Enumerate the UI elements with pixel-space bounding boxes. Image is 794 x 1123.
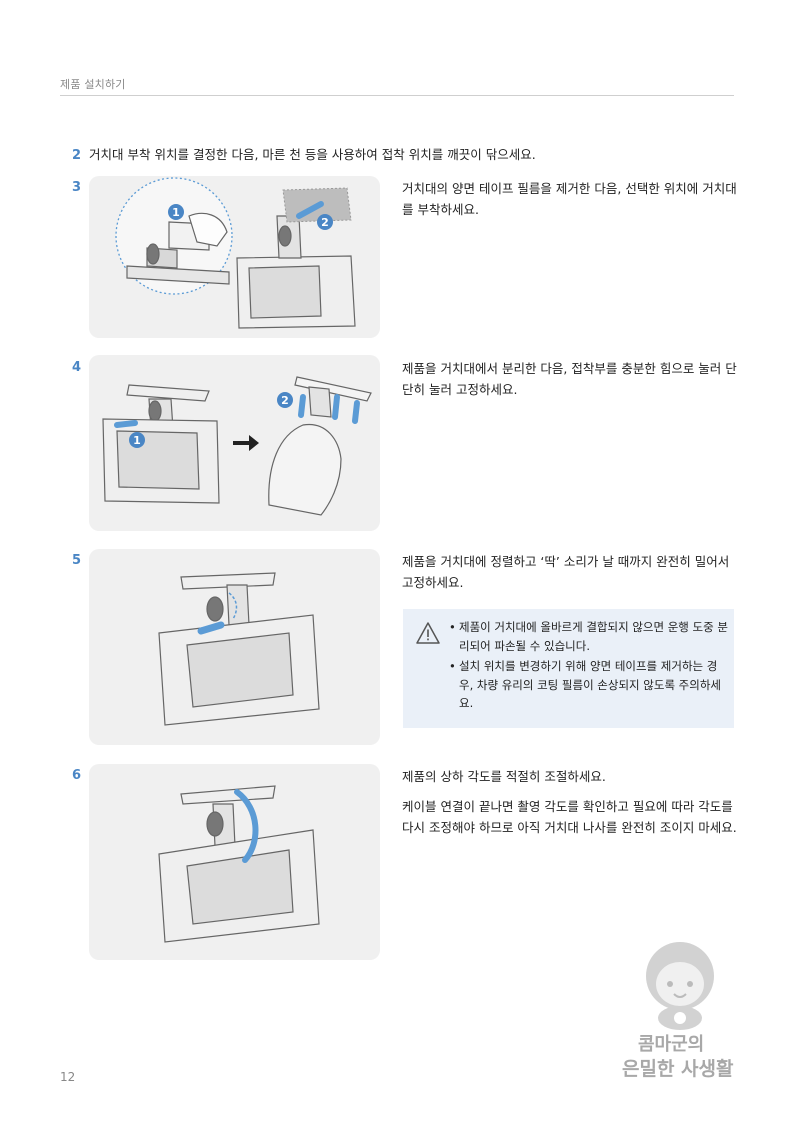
callout-1: 1 bbox=[133, 434, 141, 447]
step-2: 2 거치대 부착 위치를 결정한 다음, 마른 천 등을 사용하여 접착 위치를 … bbox=[72, 144, 536, 163]
step-3-text: 거치대의 양면 테이프 필름을 제거한 다음, 선택한 위치에 거치대를 부착하… bbox=[402, 181, 737, 217]
step-6-text-1: 제품의 상하 각도를 적절히 조절하세요. bbox=[402, 769, 606, 784]
step-4-description: 제품을 거치대에서 분리한 다음, 접착부를 충분한 힘으로 눌러 단단히 눌러… bbox=[402, 358, 737, 409]
step-5-text: 제품을 거치대에 정렬하고 ‘딱’ 소리가 날 때까지 완전히 밀어서 고정하세… bbox=[402, 554, 730, 590]
header-divider bbox=[60, 95, 734, 96]
step-5-illustration bbox=[89, 549, 380, 745]
step-3-description: 거치대의 양면 테이프 필름을 제거한 다음, 선택한 위치에 거치대를 부착하… bbox=[402, 178, 737, 229]
mascot-watermark-icon bbox=[646, 942, 714, 1030]
caution-item: 제품이 거치대에 올바르게 결합되지 않으면 운행 도중 분리되어 파손될 수 … bbox=[449, 618, 729, 655]
step-3-number: 3 bbox=[72, 180, 82, 195]
caution-item: 설치 위치를 변경하기 위해 양면 테이프를 제거하는 경우, 차량 유리의 코… bbox=[449, 657, 729, 713]
page-number: 12 bbox=[60, 1070, 76, 1084]
step-text: 거치대 부착 위치를 결정한 다음, 마른 천 등을 사용하여 접착 위치를 깨… bbox=[89, 147, 536, 162]
warning-triangle-icon bbox=[416, 622, 440, 644]
step-4-illustration: 1 2 bbox=[89, 355, 380, 531]
section-header: 제품 설치하기 bbox=[60, 78, 126, 91]
step-number: 2 bbox=[72, 148, 82, 163]
step-5-number: 5 bbox=[72, 553, 82, 568]
caution-box: 제품이 거치대에 올바르게 결합되지 않으면 운행 도중 분리되어 파손될 수 … bbox=[403, 609, 734, 728]
callout-2: 2 bbox=[321, 216, 329, 229]
caution-list: 제품이 거치대에 올바르게 결합되지 않으면 운행 도중 분리되어 파손될 수 … bbox=[449, 618, 729, 715]
step-6-description: 제품의 상하 각도를 적절히 조절하세요. 케이블 연결이 끝나면 촬영 각도를… bbox=[402, 766, 737, 847]
step-6-number: 6 bbox=[72, 768, 82, 783]
step-5-description: 제품을 거치대에 정렬하고 ‘딱’ 소리가 날 때까지 완전히 밀어서 고정하세… bbox=[402, 551, 737, 602]
step-3-illustration: 1 2 bbox=[89, 176, 380, 338]
step-4-number: 4 bbox=[72, 360, 82, 375]
callout-1: 1 bbox=[172, 206, 180, 219]
step-4-text: 제품을 거치대에서 분리한 다음, 접착부를 충분한 힘으로 눌러 단단히 눌러… bbox=[402, 361, 737, 397]
watermark-line-1: 콤마군의 bbox=[638, 1034, 705, 1055]
watermark-line-2: 은밀한 사생활 bbox=[622, 1058, 734, 1080]
callout-2: 2 bbox=[281, 394, 289, 407]
step-6-text-2: 케이블 연결이 끝나면 촬영 각도를 확인하고 필요에 따라 각도를 다시 조정… bbox=[402, 799, 737, 835]
step-6-illustration bbox=[89, 764, 380, 960]
